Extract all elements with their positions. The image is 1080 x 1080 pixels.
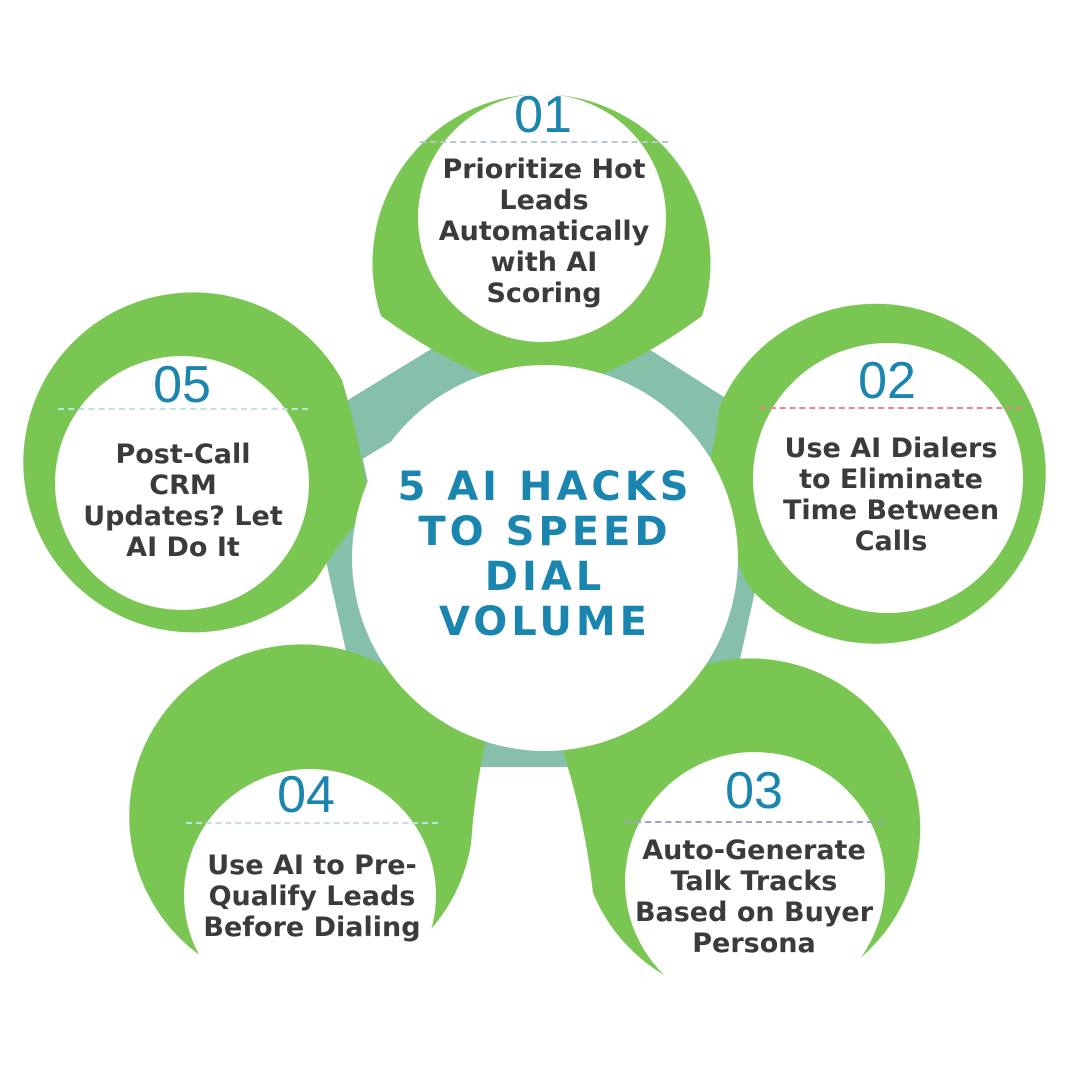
bubble-04-inner	[184, 769, 436, 1021]
node-01-number: 01	[514, 86, 572, 144]
center-circle	[352, 365, 738, 751]
node-03-text: Auto-Generate Talk Tracks Based on Buyer…	[634, 835, 874, 959]
center-title: 5 AI HACKS TO SPEED DIAL VOLUME	[397, 464, 693, 645]
node-03-number: 03	[725, 762, 783, 820]
node-04-divider	[186, 822, 438, 824]
node-01-divider	[420, 141, 668, 143]
bubble-02-inner	[753, 343, 1023, 613]
node-04-text: Use AI to Pre- Qualify Leads Before Dial…	[203, 850, 421, 943]
node-03-divider	[625, 821, 883, 823]
node-05-number: 05	[153, 356, 211, 414]
node-04-number: 04	[277, 766, 335, 824]
node-01-text: Prioritize Hot Leads Automatically with …	[438, 154, 650, 309]
bubble-01-inner	[418, 94, 666, 342]
bubble-05-inner	[55, 356, 309, 610]
bubble-03-inner	[625, 752, 885, 1012]
node-02-number: 02	[858, 352, 916, 410]
node-05-divider	[58, 408, 308, 410]
node-02-text: Use AI Dialers to Eliminate Time Between…	[782, 433, 1000, 557]
node-05-text: Post-Call CRM Updates? Let AI Do It	[83, 439, 283, 563]
node-02-divider	[760, 407, 1022, 409]
